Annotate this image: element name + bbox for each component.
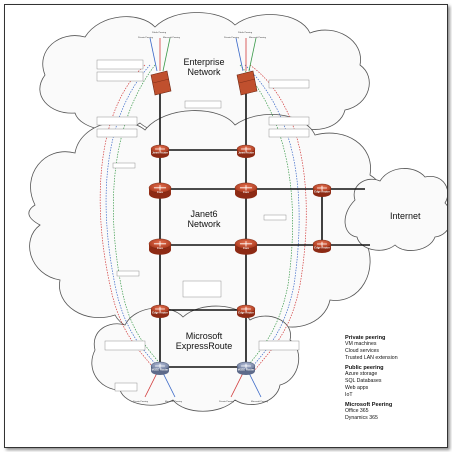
edge-router-top-icon: Edge Router bbox=[312, 183, 332, 198]
bottom-left-peering-microsoft: Microsoft Peering bbox=[165, 400, 183, 403]
core-router-bottom-left-label: Core bbox=[157, 246, 163, 250]
legend-group-private: Private peering VM machines Cloud servic… bbox=[345, 335, 427, 362]
core-router-top-left-icon: Core bbox=[148, 182, 172, 199]
janet-router-right-icon: Janet Router bbox=[236, 144, 256, 159]
core-router-bottom-right-label: Core bbox=[243, 246, 249, 250]
annotation-boxes bbox=[96, 59, 310, 392]
legend-heading: Microsoft Peering bbox=[345, 402, 393, 408]
firewall-right-icon bbox=[236, 70, 258, 96]
edge-router-bottom-right-label: Edge Router bbox=[238, 310, 253, 314]
bottom-right-peering-private: Private Peering bbox=[219, 400, 235, 403]
core-router-top-left-label: Core bbox=[157, 190, 163, 194]
core-router-bottom-right-icon: Core bbox=[234, 238, 258, 255]
legend-heading: Private peering bbox=[345, 335, 386, 341]
internet-cloud bbox=[344, 168, 447, 251]
janet-router-left-icon: Janet Router bbox=[150, 144, 170, 159]
expressroute-title-line1: Microsoft bbox=[186, 331, 223, 341]
top-right-peering-microsoft: Microsoft Peering bbox=[249, 36, 267, 39]
janet-router-left-label: Janet Router bbox=[152, 150, 168, 154]
top-left-peering-public: Public Peering bbox=[152, 31, 167, 34]
legend-item: VM machines bbox=[345, 341, 377, 347]
msee-router-left-icon: MSEE Router bbox=[150, 361, 170, 376]
edge-router-bottom-right-icon: Edge Router bbox=[236, 304, 256, 319]
bottom-left-peering-private: Private Peering bbox=[133, 400, 149, 403]
janet-router-right-label: Janet Router bbox=[238, 150, 254, 154]
janet6-title-line1: Janet6 bbox=[190, 209, 217, 219]
legend-item: Office 365 bbox=[345, 408, 369, 414]
network-links bbox=[159, 88, 370, 368]
core-router-top-right-label: Core bbox=[243, 190, 249, 194]
edge-router-bottom-icon: Edge Router bbox=[312, 239, 332, 254]
legend-heading: Public peering bbox=[345, 365, 384, 371]
top-left-peering-microsoft: Microsoft Peering bbox=[163, 36, 181, 39]
legend-item: Azure storage bbox=[345, 371, 378, 377]
legend-item: Dynamics 365 bbox=[345, 415, 378, 421]
peering-legend: Private peering VM machines Cloud servic… bbox=[345, 332, 427, 422]
diagram-frame: Enterprise Network Janet6 Network Intern… bbox=[4, 4, 448, 448]
edge-router-bottom-left-label: Edge Router bbox=[152, 310, 167, 314]
janet6-title-line2: Network bbox=[187, 219, 221, 229]
internet-label: Internet bbox=[390, 211, 421, 221]
expressroute-title-line2: ExpressRoute bbox=[176, 341, 233, 351]
top-left-peering-private: Private Peering bbox=[138, 36, 154, 39]
core-router-bottom-left-icon: Core bbox=[148, 238, 172, 255]
legend-item: IoT bbox=[345, 392, 353, 398]
legend-item: SQL Databases bbox=[345, 378, 382, 384]
edge-router-bottom-left-icon: Edge Router bbox=[150, 304, 170, 319]
core-router-top-right-icon: Core bbox=[234, 182, 258, 199]
firewall-left-icon bbox=[150, 70, 172, 96]
top-right-peering-public: Public Peering bbox=[238, 31, 253, 34]
legend-item: Trusted LAN extension bbox=[345, 355, 398, 361]
bottom-right-peering-microsoft: Microsoft Peering bbox=[251, 400, 269, 403]
legend-item: Cloud services bbox=[345, 348, 380, 354]
msee-router-right-icon: MSEE Router bbox=[236, 361, 256, 376]
edge-router-top-label: Edge Router bbox=[314, 189, 329, 193]
enterprise-title-line2: Network bbox=[187, 67, 221, 77]
top-right-peering-private: Private Peering bbox=[224, 36, 240, 39]
msee-router-right-label: MSEE Router bbox=[238, 367, 254, 371]
enterprise-title-line1: Enterprise bbox=[183, 57, 224, 67]
network-diagram: Enterprise Network Janet6 Network Intern… bbox=[28, 12, 447, 412]
legend-group-microsoft: Microsoft Peering Office 365 Dynamics 36… bbox=[345, 402, 427, 422]
top-peering-lines bbox=[149, 37, 257, 72]
msee-router-left-label: MSEE Router bbox=[152, 367, 168, 371]
bottom-peering-lines bbox=[144, 372, 262, 398]
edge-router-bottom-label: Edge Router bbox=[314, 245, 329, 249]
legend-group-public: Public peering Azure storage SQL Databas… bbox=[345, 365, 427, 399]
legend-item: Web apps bbox=[345, 385, 369, 391]
